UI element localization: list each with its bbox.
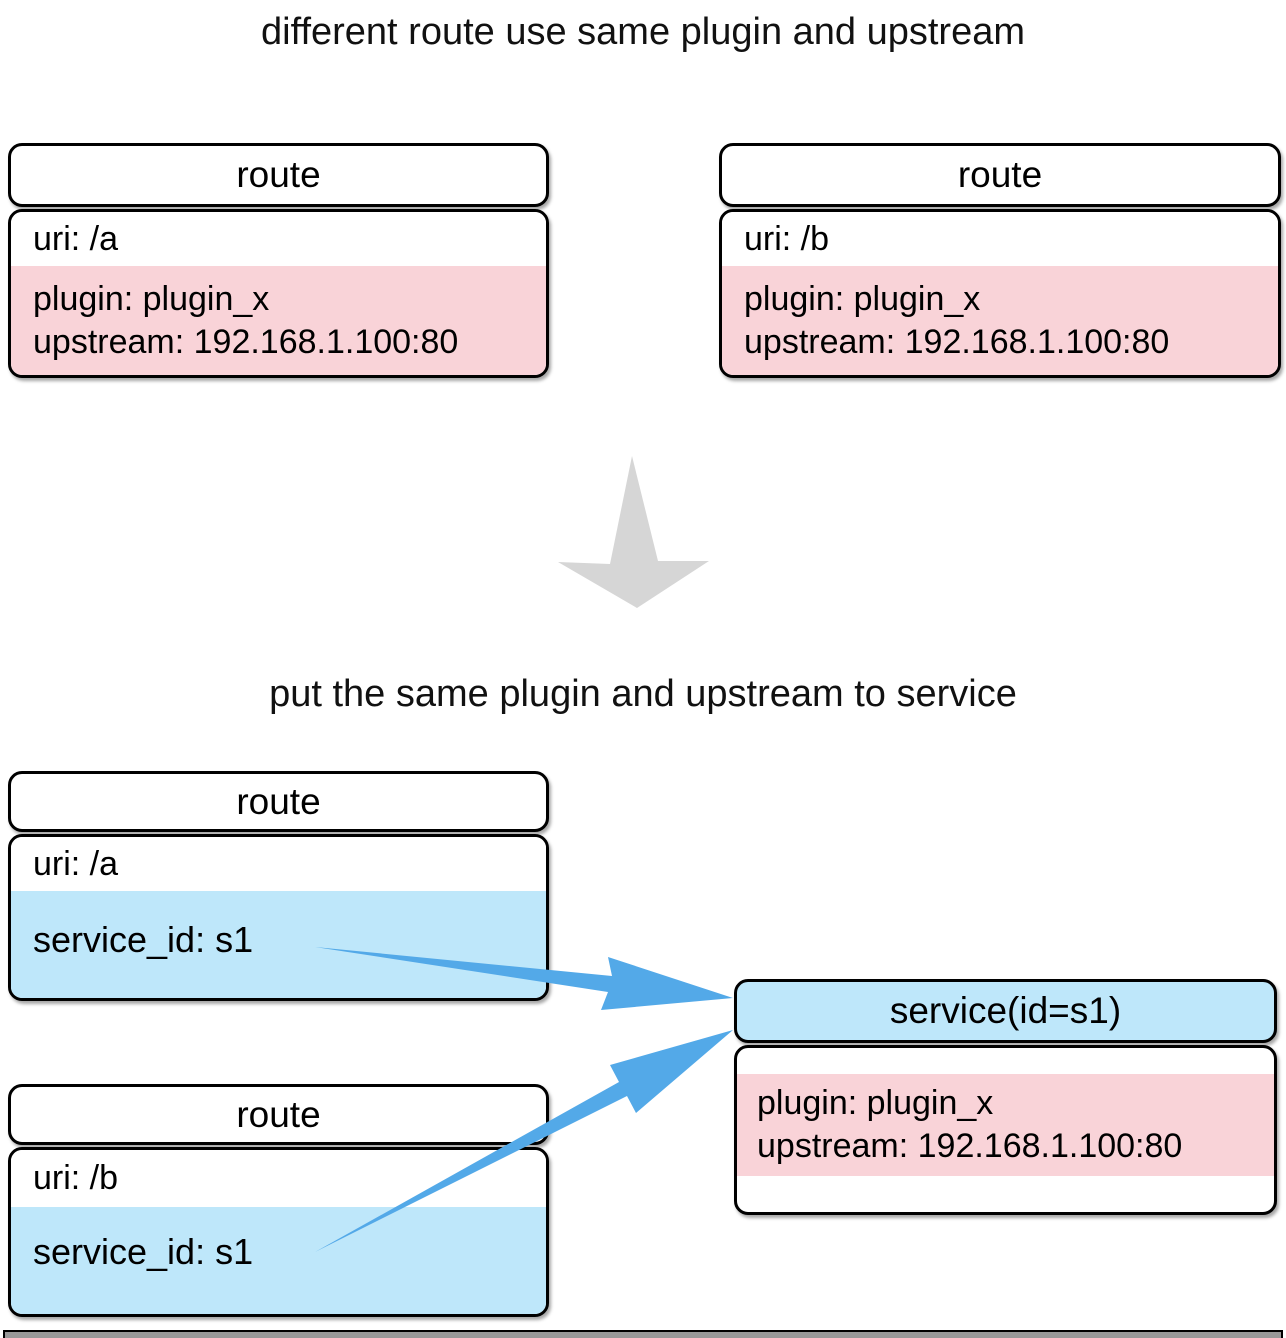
uri-row: uri: /b [722,212,1278,266]
service-body: plugin: plugin_x upstream: 192.168.1.100… [734,1045,1277,1215]
route-body: uri: /a plugin: plugin_x upstream: 192.1… [8,209,549,378]
plugin-row: plugin: plugin_x [33,280,270,318]
plugin-upstream-section: plugin: plugin_x upstream: 192.168.1.100… [722,266,1278,375]
service-header: service(id=s1) [734,979,1277,1043]
service-id-section: service_id: s1 [11,891,546,998]
uri-row: uri: /b [11,1150,546,1207]
upstream-row: upstream: 192.168.1.100:80 [757,1127,1183,1165]
route-header: route [719,143,1281,207]
route-header: route [8,1084,549,1145]
page-title-top: different route use same plugin and upst… [261,11,1025,53]
plugin-upstream-section: plugin: plugin_x upstream: 192.168.1.100… [11,266,546,375]
route-header: route [8,143,549,207]
uri-row: uri: /a [11,837,546,891]
route-body: uri: /a service_id: s1 [8,834,549,1001]
upstream-row: upstream: 192.168.1.100:80 [33,323,459,361]
service-id-row: service_id: s1 [33,1231,254,1272]
service-id-row: service_id: s1 [33,919,254,960]
plugin-upstream-section: plugin: plugin_x upstream: 192.168.1.100… [737,1074,1274,1176]
route-body: uri: /b service_id: s1 [8,1147,549,1317]
uri-row: uri: /a [11,212,546,266]
page-title-bottom: put the same plugin and upstream to serv… [269,673,1017,715]
plugin-row: plugin: plugin_x [744,280,981,318]
route-body: uri: /b plugin: plugin_x upstream: 192.1… [719,209,1281,378]
down-arrow-icon [558,456,709,608]
bottom-partial-box-edge [3,1330,1283,1338]
service-id-section: service_id: s1 [11,1207,546,1314]
plugin-row: plugin: plugin_x [757,1084,994,1122]
route-header: route [8,771,549,832]
upstream-row: upstream: 192.168.1.100:80 [744,323,1170,361]
